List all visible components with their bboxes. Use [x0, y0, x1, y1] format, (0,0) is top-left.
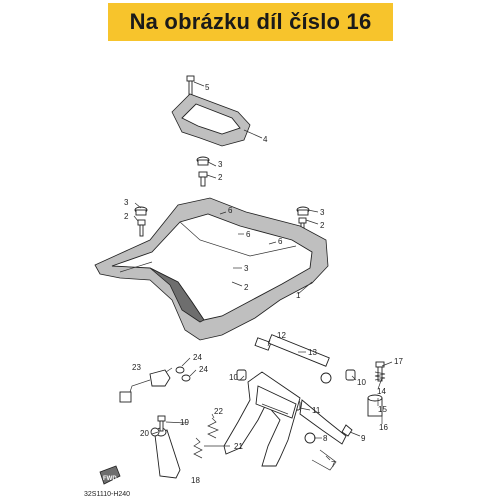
- callout-14: 14: [377, 387, 386, 396]
- callout-6-a: 6: [228, 206, 233, 215]
- connector-part-23: [119, 391, 132, 403]
- screw-part-2-right: [298, 217, 307, 224]
- callout-3-center: 3: [218, 160, 223, 169]
- callout-23: 23: [132, 363, 141, 372]
- collar-part-10: [236, 369, 247, 381]
- callout-8: 8: [323, 434, 328, 443]
- callout-3-right: 3: [320, 208, 325, 217]
- banner-title: Na obrázku díl číslo 16: [129, 9, 372, 34]
- callout-16: 16: [379, 423, 388, 432]
- callout-2-lower: 2: [244, 283, 249, 292]
- callout-17: 17: [394, 357, 403, 366]
- screw-part-24-b: [181, 374, 191, 382]
- switch-part-23: [149, 369, 171, 387]
- pipe-part-13: [267, 334, 330, 367]
- callout-10-right: 10: [357, 378, 366, 387]
- grommet-part-3-center: [196, 156, 210, 166]
- callout-6-c: 6: [278, 237, 283, 246]
- callout-13: 13: [308, 348, 317, 357]
- callout-15: 15: [378, 405, 387, 414]
- callout-21: 21: [234, 442, 243, 451]
- callout-2-center: 2: [218, 173, 223, 182]
- callout-3-left: 3: [124, 198, 129, 207]
- bolt-part-5: [186, 75, 195, 96]
- collar-part-10-right: [345, 369, 356, 381]
- callout-24-a: 24: [193, 353, 202, 362]
- callout-6-b: 6: [246, 230, 251, 239]
- side-stand-part-18: [154, 429, 181, 479]
- main-stand-part-7: [223, 371, 301, 467]
- washer-part-8: [304, 432, 316, 444]
- callout-22: 22: [214, 407, 223, 416]
- callout-1: 1: [296, 291, 301, 300]
- callout-24-b: 24: [199, 365, 208, 374]
- pipe-end: [320, 372, 332, 384]
- spring-part-22: [207, 417, 219, 439]
- title-banner: Na obrázku díl číslo 16: [108, 3, 393, 41]
- callout-12: 12: [277, 331, 286, 340]
- fwd-arrow-icon: [99, 465, 121, 485]
- screw-part-2-left: [137, 219, 146, 226]
- callout-20: 20: [140, 429, 149, 438]
- callout-19: 19: [180, 418, 189, 427]
- screw-part-24-a: [175, 366, 185, 374]
- screw-part-2-center: [198, 171, 208, 187]
- callout-4: 4: [263, 135, 268, 144]
- callout-18: 18: [191, 476, 200, 485]
- callout-7: 7: [331, 460, 336, 469]
- fwd-label: FWD: [103, 476, 117, 482]
- callout-3-lower: 3: [244, 264, 249, 273]
- bolt-part-19: [157, 415, 166, 422]
- callout-9: 9: [361, 434, 366, 443]
- bushing-part-12: [254, 337, 272, 351]
- callout-2-left: 2: [124, 212, 129, 221]
- callout-5: 5: [205, 83, 210, 92]
- spring-part-21: [193, 437, 203, 459]
- callout-2-right: 2: [320, 221, 325, 230]
- callout-10-left: 10: [229, 373, 238, 382]
- diagram-code: 32S1110-H240: [84, 491, 130, 498]
- callout-11: 11: [312, 406, 321, 415]
- nut-part-9: [341, 424, 353, 437]
- bolt-part-17: [375, 361, 385, 368]
